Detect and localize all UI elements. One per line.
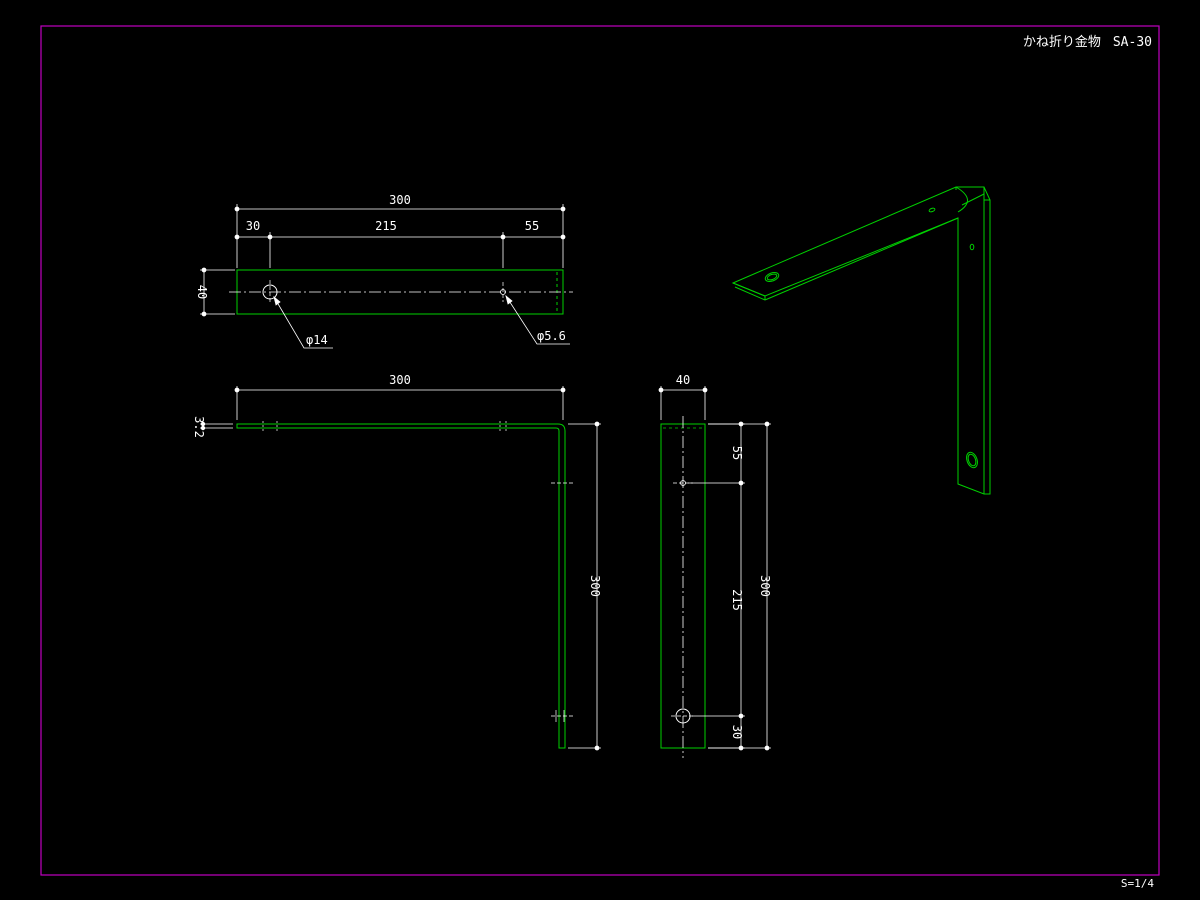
- scale-label: S=1/4: [1120, 877, 1154, 890]
- part-code: SA-30: [1112, 35, 1152, 50]
- dim-top-right-label: 55: [525, 219, 539, 233]
- dim-front-overall-label: 300: [389, 373, 411, 387]
- top-view-hole-small: [500, 289, 506, 295]
- iso-hole-small-horizontal: [928, 207, 936, 213]
- dim-top-chain: [234, 232, 566, 268]
- front-view-profile: [236, 423, 566, 749]
- side-view: 40 55 215 30 300: [658, 373, 772, 758]
- iso-hole-small-vertical: [969, 243, 975, 251]
- dim-top-width: [200, 267, 235, 317]
- dim-side-width-label: 40: [676, 373, 690, 387]
- dim-top-middle-label: 215: [375, 219, 397, 233]
- dim-top-width-label: 40: [195, 285, 209, 299]
- iso-hole-large-vertical: [966, 451, 978, 469]
- isometric-view: [731, 186, 991, 495]
- dim-side-width: [658, 386, 708, 420]
- dim-front-overall: [234, 386, 566, 420]
- dim-side-bottom-label: 30: [730, 725, 744, 739]
- dim-front-thickness: [200, 421, 233, 431]
- dim-top-overall: [234, 204, 566, 268]
- title-block: かね折り金物 SA-30: [1023, 31, 1152, 50]
- dim-top-overall-label: 300: [389, 193, 411, 207]
- dim-side-middle-label: 215: [730, 589, 744, 611]
- iso-hole-large-horizontal: [764, 272, 780, 282]
- hole-large-label: φ14: [306, 333, 328, 347]
- side-view-hole-small: [680, 480, 686, 486]
- hole-large-leader: [273, 295, 333, 349]
- top-view: 300 30 215 55 40 φ14 φ5.6: [195, 193, 573, 349]
- dim-top-left-label: 30: [246, 219, 260, 233]
- hole-small-label: φ5.6: [537, 329, 566, 343]
- dim-front-thickness-label: 3.2: [192, 416, 206, 438]
- dim-side-chain: [688, 421, 745, 751]
- hole-small-leader: [505, 294, 570, 345]
- dim-side-overall: [708, 421, 771, 751]
- dim-side-overall-label: 300: [758, 575, 772, 597]
- dim-side-top-label: 55: [730, 446, 744, 460]
- dim-front-vertical: [568, 421, 601, 751]
- part-name: かね折り金物: [1022, 35, 1101, 50]
- sheet-border: [40, 25, 1160, 876]
- front-view: 300 3.2 300: [192, 373, 602, 751]
- iso-bracket-outline: [731, 186, 991, 495]
- dim-front-vertical-label: 300: [588, 575, 602, 597]
